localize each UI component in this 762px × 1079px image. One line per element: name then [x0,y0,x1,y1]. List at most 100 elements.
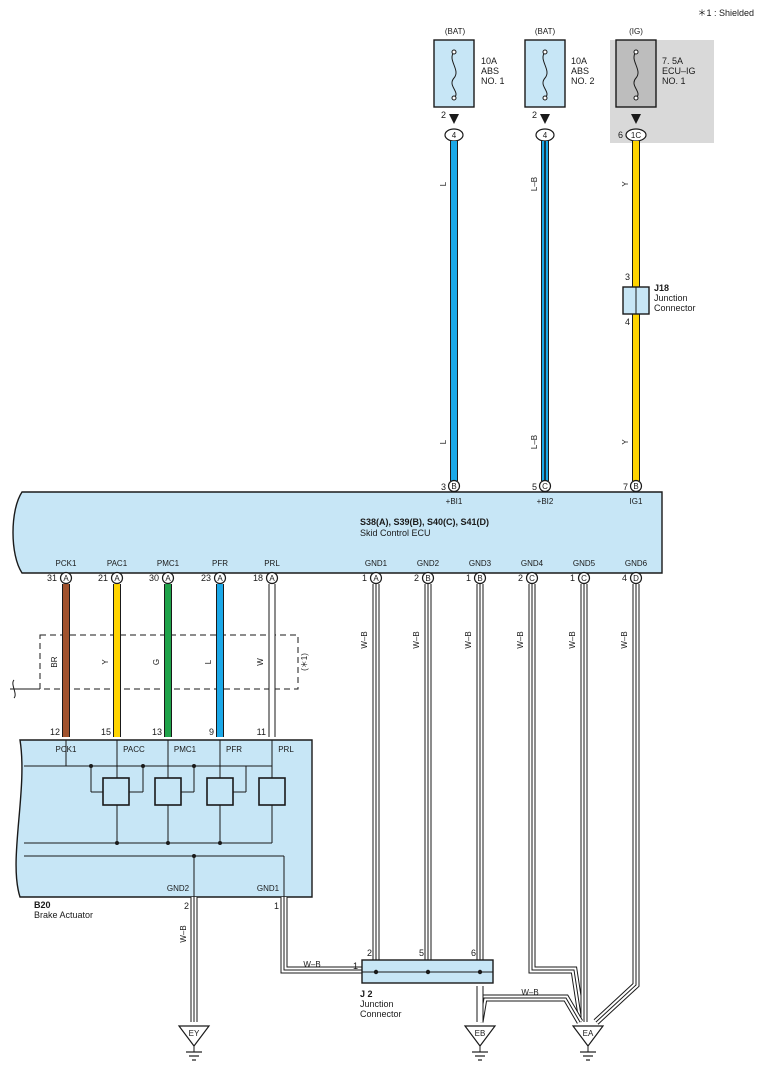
skid-control-ecu [12,491,663,574]
wire-label: Y [621,181,630,187]
fuse1-conn: 4 [452,131,457,140]
wire-label: Y [101,659,110,665]
pin-conn: C [542,482,548,491]
j2-label1: Junction [360,999,394,1009]
j2-connector: 1 2 5 6 J 2 Junction Connector [353,948,494,1019]
signal-wires [62,584,276,737]
terminal-label: GND2 [417,559,440,568]
ground-label-eb: EB [475,1029,486,1038]
fuse3-source: (IG) [629,27,643,36]
pin-number: 3 [441,482,446,492]
pin-conn: B [425,574,430,583]
pin-number: 18 [253,573,263,583]
wire-label: W–B [303,960,320,969]
terminal-label: GND4 [521,559,544,568]
pin-number: 2 [414,573,419,583]
terminal-label: GND1 [257,884,280,893]
actuator-id: B20 [34,900,51,910]
actuator-name: Brake Actuator [34,910,93,920]
fuse2-conn: 4 [543,131,548,140]
fuse2-pin: 2 [532,110,537,120]
actuator-ground-wires [190,897,362,1022]
terminal-label: GND5 [573,559,596,568]
pin-number: 11 [257,727,266,737]
j18-connector: 3 4 J18 Junction Connector [622,272,696,327]
arrow-icon [540,114,550,124]
pin-number: 1 [570,573,575,583]
fuse3-name1: ECU–IG [662,66,696,76]
pin-conn: D [633,574,639,583]
shield-label: (＊1) [300,653,309,671]
pin-number: 12 [50,727,60,737]
j2-id: J 2 [360,989,373,999]
fuse-abs-no2: (BAT) 10A ABS NO. 2 2 4 [524,27,595,142]
ecu-bottom-terms: PCK1 PAC1 PMC1 PFR PRL GND1 GND2 GND3 GN… [56,559,648,568]
fuse2-name2: NO. 2 [571,76,595,86]
terminal-label: +BI1 [446,497,463,506]
wire-label: W–B [521,988,538,997]
j18-pin-in: 3 [625,272,630,282]
ecu-top-pins: 3 B +BI1 5 C +BI2 7 B IG1 [441,479,643,506]
pin-number: 15 [101,727,111,737]
ground-label-ea: EA [583,1029,594,1038]
solenoid-icon [102,777,130,806]
fuse2-amp: 10A [571,56,587,66]
wire-label: L [439,439,448,444]
solenoid-icon [258,777,286,806]
wire-label: BR [50,656,59,667]
fuse-icon [542,51,548,99]
terminal-label: PFR [226,745,242,754]
arrow-icon [449,114,459,124]
wire-label: W–B [568,631,577,648]
pin-conn: B [633,482,638,491]
j2-label2: Connector [360,1009,402,1019]
pin-number: 2 [518,573,523,583]
terminal-label: PFR [212,559,228,568]
pin-number: 9 [209,727,214,737]
pin-conn: A [165,574,171,583]
pin-number: 23 [201,573,211,583]
pin-conn: A [373,574,379,583]
fuse3-name2: NO. 1 [662,76,686,86]
arrow-icon [631,114,641,124]
pin-number: 5 [419,948,424,958]
solenoid-icon [206,777,234,806]
pin-conn: C [529,574,535,583]
ecu-bottom-pins: 31 A 21 A 30 A 23 A 18 A 1 A 2 B 1 B 2 C… [47,571,643,585]
pin-number: 1 [466,573,471,583]
fuse-icon [451,51,457,99]
wire-label: W–B [412,631,421,648]
fuse1-source: (BAT) [445,27,466,36]
pin-conn: A [217,574,223,583]
wire-label: W–B [360,631,369,648]
terminal-label: +BI2 [537,497,554,506]
fuse-abs-no1: (BAT) 10A ABS NO. 1 2 4 [433,27,505,142]
wire-label: W–B [516,631,525,648]
pin-number: 31 [47,573,57,583]
ecu-ground-wires [372,584,640,1025]
terminal-label: GND2 [167,884,190,893]
j18-id: J18 [654,283,669,293]
pin-conn: A [114,574,120,583]
shield-break-icon [12,679,16,699]
pin-number: 4 [622,573,627,583]
ecu-name: Skid Control ECU [360,528,431,538]
pin-conn: C [581,574,587,583]
pin-number: 1 [274,901,279,911]
pin-number: 5 [532,482,537,492]
terminal-label: GND3 [469,559,492,568]
terminal-label: IG1 [630,497,643,506]
j18-pin-out: 4 [625,317,630,327]
fuse-ecu-ig-no1: (IG) 7. 5A ECU–IG NO. 1 6 1C [615,27,696,142]
fuse1-name1: ABS [481,66,499,76]
terminal-label: PRL [264,559,280,568]
wire-label: L [204,659,213,664]
fuse2-name1: ABS [571,66,589,76]
wire-label: L–B [530,177,539,191]
pin-conn: B [477,574,482,583]
fuse3-amp: 7. 5A [662,56,683,66]
terminal-label: PACC [123,745,145,754]
terminal-label: PMC1 [157,559,180,568]
solenoid-icon [154,777,182,806]
